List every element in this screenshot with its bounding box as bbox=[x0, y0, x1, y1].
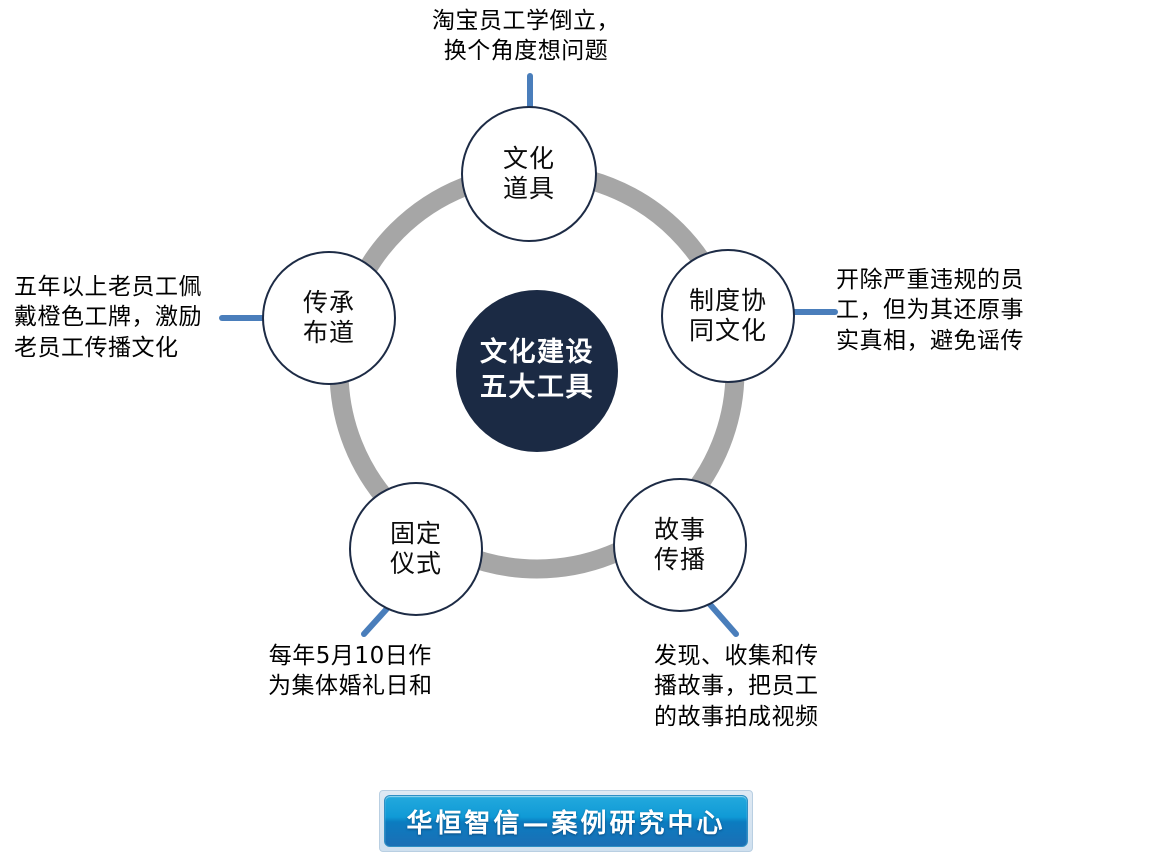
callout-bottom-right-line3: 的故事拍成视频 bbox=[654, 703, 819, 730]
callout-bottom-right-line2: 播故事，把员工 bbox=[654, 673, 819, 700]
node-culture-props[interactable]: 文化 道具 bbox=[461, 106, 597, 242]
node-culture-props-line1: 文化 bbox=[502, 143, 555, 173]
footer-banner-text: 华恒智信—案例研究中心 bbox=[406, 808, 726, 839]
node-culture-props-line2: 道具 bbox=[502, 174, 555, 203]
node-heritage-preach-line2: 布道 bbox=[302, 318, 355, 347]
footer-banner[interactable]: 华恒智信—案例研究中心 bbox=[379, 790, 753, 852]
callout-right-line3: 实真相，避免谣传 bbox=[836, 327, 1024, 354]
callout-bottom-right-line1: 发现、收集和传 bbox=[654, 643, 819, 669]
footer-banner-inner: 华恒智信—案例研究中心 bbox=[384, 795, 748, 847]
callout-bottom-left-line2: 为集体婚礼日和 bbox=[268, 673, 433, 700]
node-story-spread[interactable]: 故事 传播 bbox=[613, 478, 747, 612]
center-hub[interactable]: 文化建设 五大工具 bbox=[456, 290, 618, 452]
callout-top-line2: 换个角度想问题 bbox=[443, 38, 609, 65]
center-hub-line1: 文化建设 bbox=[480, 337, 594, 369]
callout-left-line3: 老员工传播文化 bbox=[14, 334, 179, 361]
node-story-spread-line2: 传播 bbox=[653, 545, 706, 574]
node-heritage-preach[interactable]: 传承 布道 bbox=[262, 251, 396, 385]
callout-right: 开除严重违规的员 工，但为其还原事 实真相，避免谣传 bbox=[836, 265, 1024, 356]
node-system-synergy-line1: 制度协 bbox=[688, 285, 767, 315]
callout-left: 五年以上老员工佩 戴橙色工牌，激励 老员工传播文化 bbox=[14, 272, 202, 363]
callout-right-line2: 工，但为其还原事 bbox=[836, 297, 1024, 324]
callout-right-line1: 开除严重违规的员 bbox=[836, 267, 1024, 293]
node-system-synergy[interactable]: 制度协 同文化 bbox=[661, 249, 795, 383]
node-fixed-ritual-line1: 固定 bbox=[389, 518, 442, 548]
callout-top-line1: 淘宝员工学倒立， bbox=[432, 8, 620, 34]
node-fixed-ritual[interactable]: 固定 仪式 bbox=[349, 482, 483, 616]
callout-top: 淘宝员工学倒立， 换个角度想问题 bbox=[432, 6, 620, 67]
callout-bottom-left-line1: 每年5月10日作 bbox=[268, 643, 432, 669]
node-story-spread-line1: 故事 bbox=[653, 514, 706, 544]
callout-left-line1: 五年以上老员工佩 bbox=[14, 274, 202, 300]
connector-bottom-right bbox=[704, 598, 739, 637]
node-heritage-preach-line1: 传承 bbox=[302, 287, 355, 317]
callout-bottom-left: 每年5月10日作 为集体婚礼日和 bbox=[268, 641, 433, 702]
node-system-synergy-line2: 同文化 bbox=[688, 316, 767, 345]
callout-left-line2: 戴橙色工牌，激励 bbox=[14, 304, 202, 331]
node-fixed-ritual-line2: 仪式 bbox=[389, 549, 442, 578]
center-hub-line2: 五大工具 bbox=[480, 372, 594, 403]
callout-bottom-right: 发现、收集和传 播故事，把员工 的故事拍成视频 bbox=[654, 641, 819, 732]
